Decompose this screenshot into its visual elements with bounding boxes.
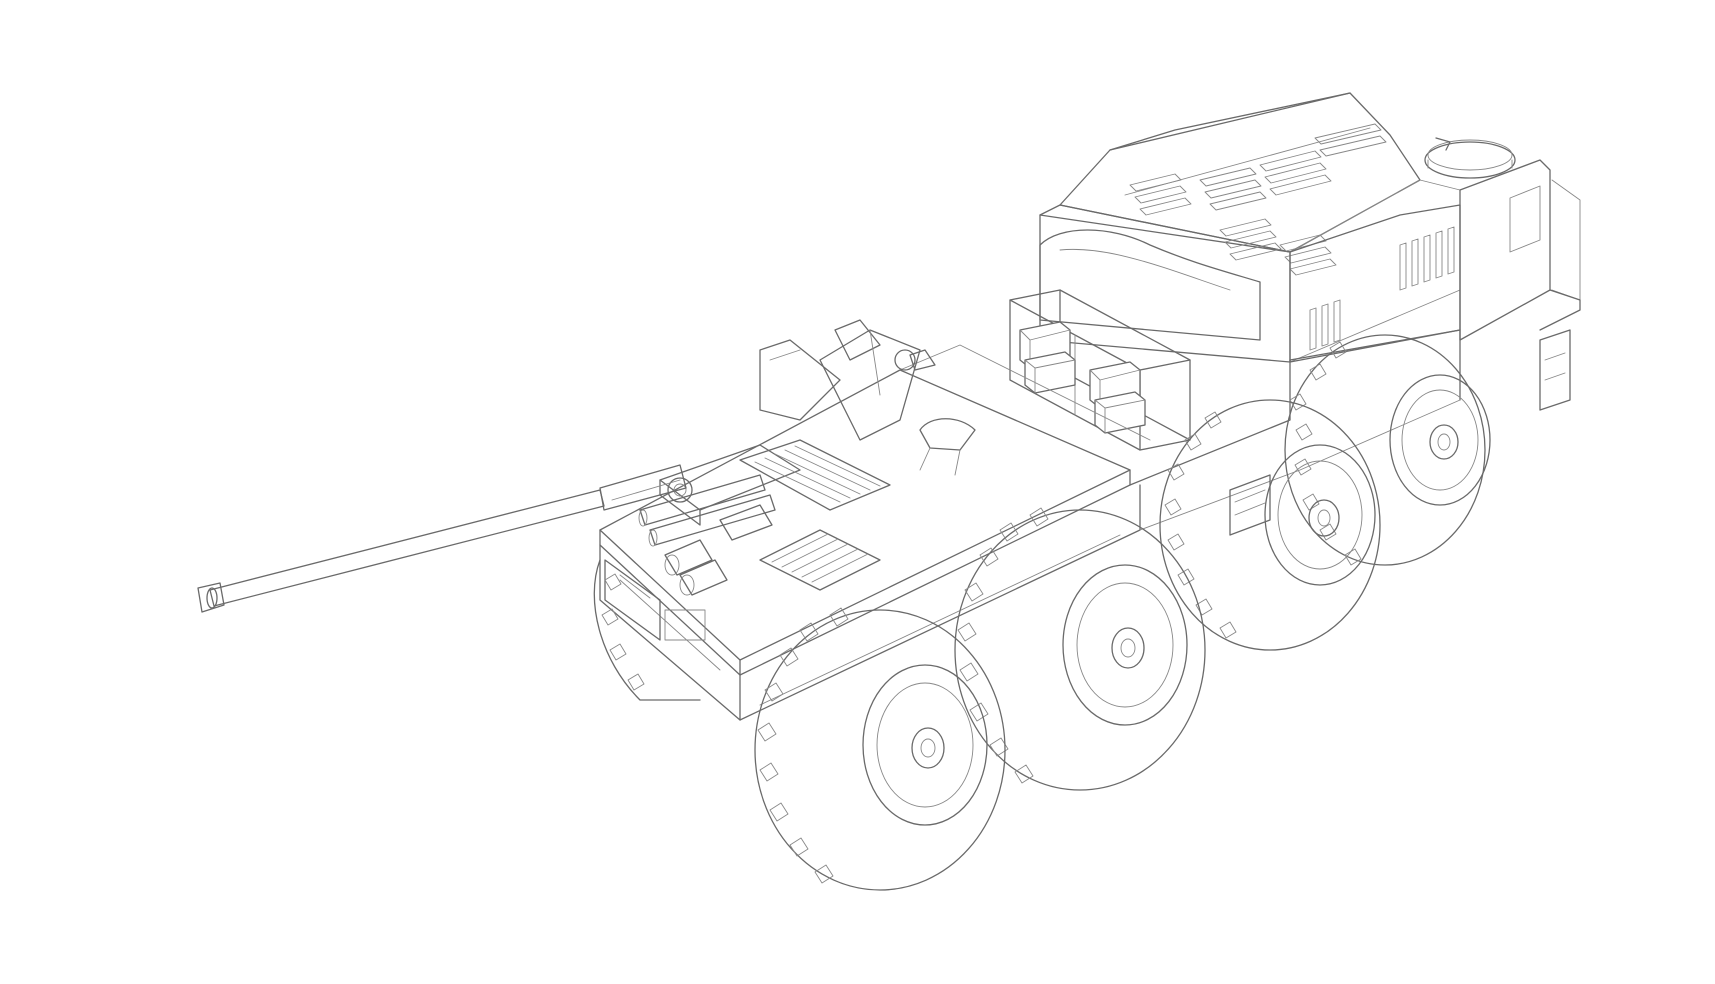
side-step [1229, 474, 1271, 536]
rear-bumper [604, 559, 706, 641]
wheel-third-right [954, 507, 1206, 791]
recoil-cylinders [638, 474, 776, 547]
ramming-grate [759, 529, 881, 591]
gunner-seat [919, 418, 976, 476]
wheel-rear-right [754, 607, 1006, 891]
tarp-cover [1039, 229, 1261, 341]
front-step [1539, 329, 1571, 411]
shell-casings [664, 504, 773, 596]
wheel-second-right [1159, 399, 1381, 651]
engine-hood-top [1039, 179, 1461, 363]
loading-tray [739, 439, 891, 511]
chassis-frame [599, 329, 1461, 721]
gun-cradle [659, 444, 801, 526]
roof-hatch [1424, 137, 1516, 179]
ammo-crate [1094, 391, 1146, 434]
wheel-front-right [1284, 334, 1491, 566]
elevating-mechanism [819, 319, 936, 441]
cab-roof [1059, 92, 1421, 253]
wheel-rear-left-partial [593, 559, 701, 701]
side-vent-panel [1289, 204, 1461, 363]
ammo-crate [1024, 351, 1076, 394]
gun-shield [759, 339, 841, 421]
roof-vents [1129, 123, 1387, 276]
gun-barrel [197, 464, 687, 613]
rear-deck [599, 344, 1151, 676]
cab-door [1459, 159, 1581, 341]
